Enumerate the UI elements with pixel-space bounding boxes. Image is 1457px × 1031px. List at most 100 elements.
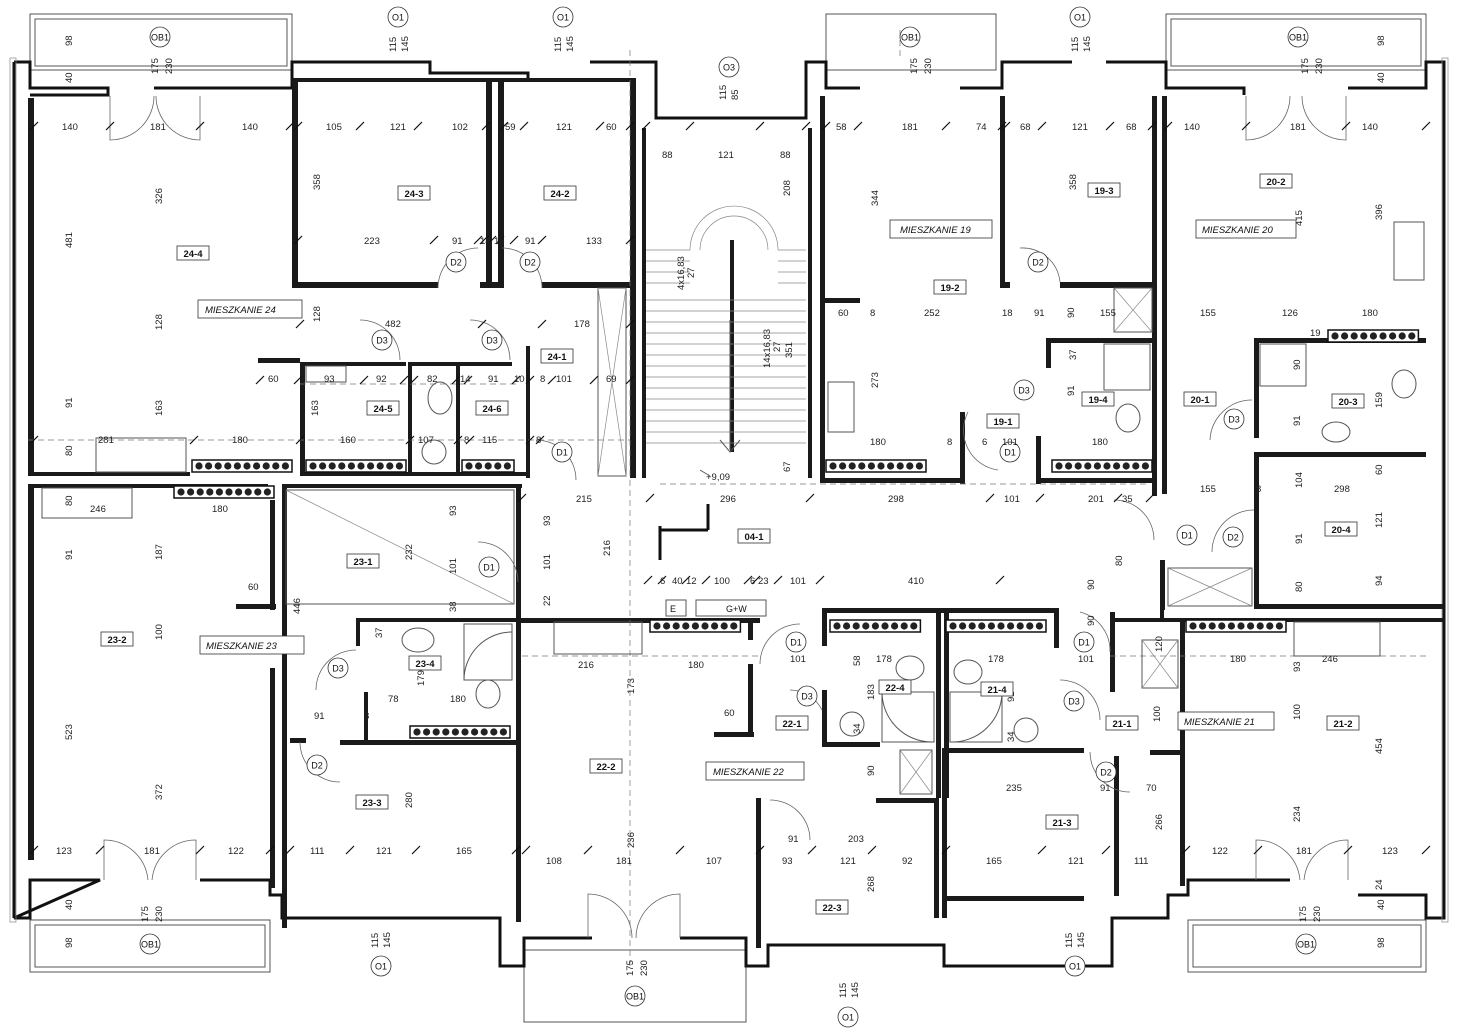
interior-walls	[28, 78, 1444, 948]
room-24-1: 24-1	[540, 348, 574, 364]
dimension-h14: 14	[460, 374, 471, 385]
tag-label: D1	[1004, 448, 1016, 458]
dimension-w230: 230	[639, 960, 650, 976]
meter-label-gw: G+W	[726, 604, 747, 614]
room-label: 23-2	[107, 635, 126, 646]
radiator	[945, 619, 1047, 633]
tag-d2-456-262: D2	[445, 251, 467, 273]
dimension-h8: 8	[536, 435, 541, 446]
dimension-h160: 160	[340, 435, 356, 446]
apartment-box-21	[1177, 711, 1275, 731]
dimension-h19: 19	[1310, 328, 1321, 339]
dimension-h235: 235	[1006, 783, 1022, 794]
fixtures	[41, 221, 1425, 743]
tag-label: O1	[375, 962, 387, 972]
tag-o1-563-17: O1	[552, 6, 574, 28]
tag-label: D1	[483, 563, 495, 573]
room-label: 04-1	[744, 532, 764, 543]
room-label: 24-2	[550, 189, 569, 200]
dimension-v38: 38	[448, 601, 459, 612]
tag-o1-398-17: O1	[387, 6, 409, 28]
dimension-bot_222: 107	[706, 856, 722, 867]
room-23-2: 23-2	[100, 631, 134, 647]
room-24-2: 24-2	[543, 185, 577, 201]
dimension-top_19: 58	[836, 122, 847, 133]
tag-label: D1	[790, 638, 802, 648]
dimension-v80: 80	[64, 495, 75, 506]
room-20-4: 20-4	[1324, 521, 1358, 537]
radiator	[649, 619, 742, 633]
dimension-h91: 91	[525, 236, 536, 247]
tag-label: O1	[842, 1013, 854, 1023]
dimension-top_20: 181	[1290, 122, 1306, 133]
apartment-label-19: MIESZKANIE 19	[900, 225, 971, 236]
tag-o1-848-1017: O1	[837, 1006, 859, 1028]
dimension-h180: 180	[450, 694, 466, 705]
room-label: 22-1	[782, 719, 802, 730]
tag-d1-489-567: D1	[478, 556, 500, 578]
dimension-w145: 145	[382, 932, 393, 948]
dimension-h246: 246	[90, 504, 106, 515]
room-21-1: 21-1	[1105, 715, 1139, 731]
dimension-h8: 8	[464, 435, 469, 446]
tag-d3-382-340: D3	[371, 329, 393, 351]
dimension-v358: 358	[312, 174, 323, 190]
dimension-v90: 90	[1066, 307, 1077, 318]
dimension-h8: 8	[947, 437, 952, 448]
room-23-3: 23-3	[355, 794, 389, 810]
apartment-box-19	[889, 219, 993, 239]
shafts	[285, 287, 1253, 795]
apartment-box-24	[197, 299, 303, 319]
dimension-top_242: 59	[505, 122, 516, 133]
tag-label: O1	[392, 13, 404, 23]
dimension-h14: 14	[480, 236, 491, 247]
tag-ob1-910-37: OB1	[899, 26, 921, 48]
dimension-v100: 100	[1292, 704, 1303, 720]
dimension-h60: 60	[268, 374, 279, 385]
dimension-v101: 101	[448, 558, 459, 574]
tag-o1-1075-966: O1	[1064, 955, 1086, 977]
radiator	[829, 619, 922, 633]
room-22-4: 22-4	[878, 679, 912, 695]
dimension-h298: 298	[888, 494, 904, 505]
dimension-h178: 178	[876, 654, 892, 665]
dimension-h101: 101	[556, 374, 572, 385]
tag-d2-1233-537: D2	[1222, 526, 1244, 548]
tag-d3-1074-701: D3	[1063, 690, 1085, 712]
dimension-v34: 34	[1006, 731, 1017, 742]
tag-label: D3	[486, 336, 498, 346]
dimension-h91: 91	[314, 711, 325, 722]
dimension-h8: 8	[870, 308, 875, 319]
dimension-h12: 12	[686, 576, 697, 587]
dimension-h70: 70	[1146, 783, 1157, 794]
dimension-v34: 34	[852, 723, 863, 734]
dimension-h410: 410	[908, 576, 924, 587]
room-20-3: 20-3	[1331, 393, 1365, 409]
dimension-v326: 326	[154, 188, 165, 204]
room-label: 20-1	[1190, 395, 1210, 406]
dimension-v216: 216	[602, 540, 613, 556]
room-label: 22-3	[822, 903, 841, 914]
dimension-h180: 180	[232, 435, 248, 446]
room-label: 21-3	[1052, 818, 1071, 829]
dimension-h155: 155	[1200, 308, 1216, 319]
dimension-v523: 523	[64, 724, 75, 740]
dimension-top_242: 60	[606, 122, 617, 133]
dimension-bot_23: 123	[56, 846, 72, 857]
level-mark: +9,09	[658, 469, 730, 560]
dimension-balcony_40: 40	[64, 72, 75, 83]
dimension-h6: 6	[982, 437, 987, 448]
dimension-w145: 145	[850, 982, 861, 998]
dimension-h296: 296	[720, 494, 736, 505]
dimension-h155: 155	[1100, 308, 1116, 319]
dimension-v91: 91	[1292, 415, 1303, 426]
dimension-v91: 91	[1066, 385, 1077, 396]
dimension-w85: 85	[730, 89, 741, 100]
dimension-v27: 27	[686, 267, 697, 278]
tag-label: D2	[1100, 768, 1112, 778]
tag-d3-492-340: D3	[481, 329, 503, 351]
tag-d2-1038-262: D2	[1027, 251, 1049, 273]
tag-label: D3	[801, 692, 813, 702]
tag-label: D2	[524, 258, 536, 268]
radiator	[1327, 329, 1420, 343]
